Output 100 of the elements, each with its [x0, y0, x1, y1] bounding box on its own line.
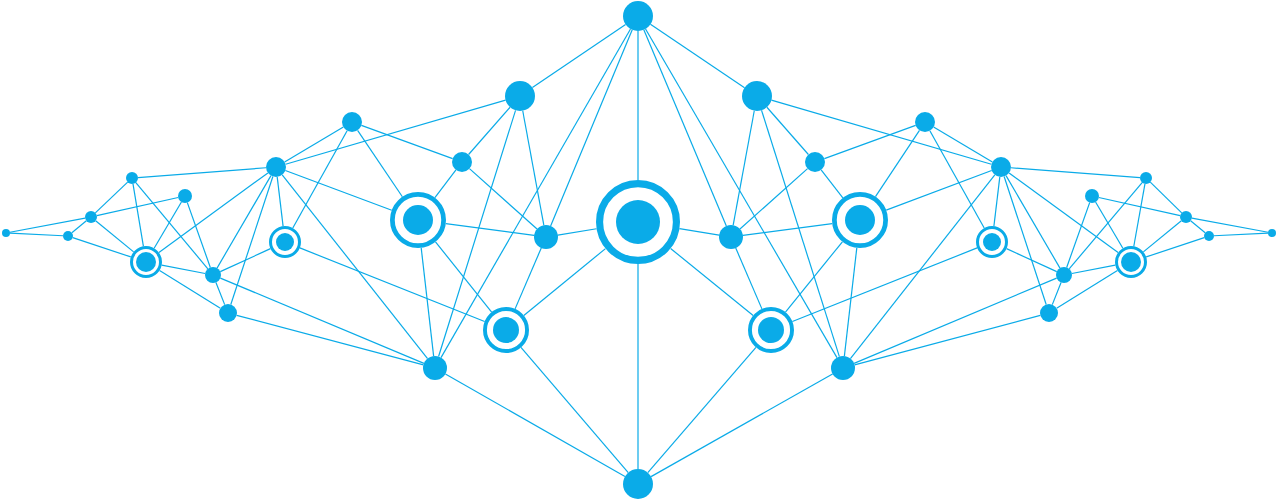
connector-line [853, 277, 1058, 364]
connector-line [820, 169, 844, 199]
connector-line [468, 106, 511, 156]
circle-node [1180, 211, 1192, 223]
ring-node [596, 180, 680, 264]
connector-line [647, 346, 757, 474]
circle-node [915, 112, 935, 132]
connector-line [444, 373, 626, 478]
connector-line [649, 23, 746, 89]
connector-line [514, 247, 542, 310]
connector-line [1071, 264, 1116, 275]
connector-line [1051, 281, 1062, 306]
connector-line [1005, 248, 1058, 273]
connector-line [276, 176, 284, 227]
connector-line [94, 181, 129, 214]
connector-line [739, 168, 809, 230]
connector-line [1145, 237, 1205, 258]
connector-line [292, 130, 348, 229]
connector-line [770, 99, 992, 165]
circle-node [719, 225, 743, 249]
connector-line [1003, 175, 1047, 306]
circle-node [452, 152, 472, 172]
connector-line [284, 169, 393, 211]
connector-line [874, 129, 921, 198]
ring-node [748, 307, 794, 353]
connector-line [434, 169, 457, 199]
connector-line [520, 346, 629, 474]
circle-node [1085, 189, 1099, 203]
connector-line [523, 248, 607, 317]
connector-line [1098, 196, 1181, 217]
connector-line [1213, 232, 1269, 237]
connector-line [135, 182, 209, 270]
connector-line [230, 175, 274, 306]
circle-node [1040, 304, 1058, 322]
connector-line [1010, 167, 1141, 179]
connector-line [357, 129, 403, 198]
connector-line [1133, 183, 1146, 247]
connector-line [766, 106, 809, 156]
connector-line [650, 373, 834, 478]
connector-line [732, 110, 755, 226]
connector-line [186, 202, 211, 269]
connector-line [1191, 217, 1269, 233]
connector-line [1068, 182, 1143, 270]
circle-node [534, 225, 558, 249]
connector-line [929, 130, 985, 229]
circle-node [205, 267, 221, 283]
connector-line [823, 124, 917, 160]
ring-node [976, 226, 1008, 258]
circle-node [63, 231, 73, 241]
connector-line [284, 126, 344, 163]
connector-line [531, 23, 627, 89]
connector-line [760, 109, 840, 358]
circle-node [1056, 267, 1072, 283]
connector-line [843, 247, 858, 357]
connector-line [933, 126, 993, 163]
connector-line [1008, 172, 1119, 254]
circle-node [2, 229, 10, 237]
connector-line [849, 174, 996, 360]
connector-line [158, 172, 269, 254]
ring-node [390, 192, 446, 248]
connector-line [440, 28, 632, 359]
connector-line [219, 248, 272, 273]
connector-line [285, 99, 507, 165]
connector-line [153, 201, 183, 249]
circle-node [342, 112, 362, 132]
connector-line [281, 174, 429, 360]
ring-node [832, 192, 888, 248]
connector-line [670, 247, 754, 317]
circle-node [126, 172, 138, 184]
connector-line [854, 314, 1041, 366]
connector-line [1094, 201, 1124, 249]
circle-node [831, 356, 855, 380]
circle-node [178, 189, 192, 203]
connector-line [1149, 181, 1183, 214]
ring-node [1115, 246, 1147, 278]
connector-line [299, 247, 486, 323]
connector-line [468, 168, 538, 230]
connector-line [1005, 175, 1061, 269]
connector-line [742, 223, 833, 237]
connector-line [95, 220, 135, 253]
connector-line [434, 241, 493, 313]
connector-line [678, 228, 720, 236]
circle-node [505, 81, 535, 111]
ring-node [130, 246, 162, 278]
connector-line [71, 220, 87, 234]
circle-node [1204, 231, 1214, 241]
circle-node [991, 157, 1011, 177]
connector-line [550, 29, 633, 227]
connector-line [735, 247, 763, 310]
circle-node [85, 211, 97, 223]
connector-line [161, 264, 206, 275]
connector-line [1142, 220, 1182, 253]
connector-line [159, 269, 221, 309]
connector-line [557, 228, 598, 236]
connector-line [644, 28, 838, 359]
connector-line [643, 29, 727, 227]
connector-line [132, 183, 144, 247]
circle-node [219, 304, 237, 322]
circle-node [742, 81, 772, 111]
connector-line [637, 30, 639, 181]
